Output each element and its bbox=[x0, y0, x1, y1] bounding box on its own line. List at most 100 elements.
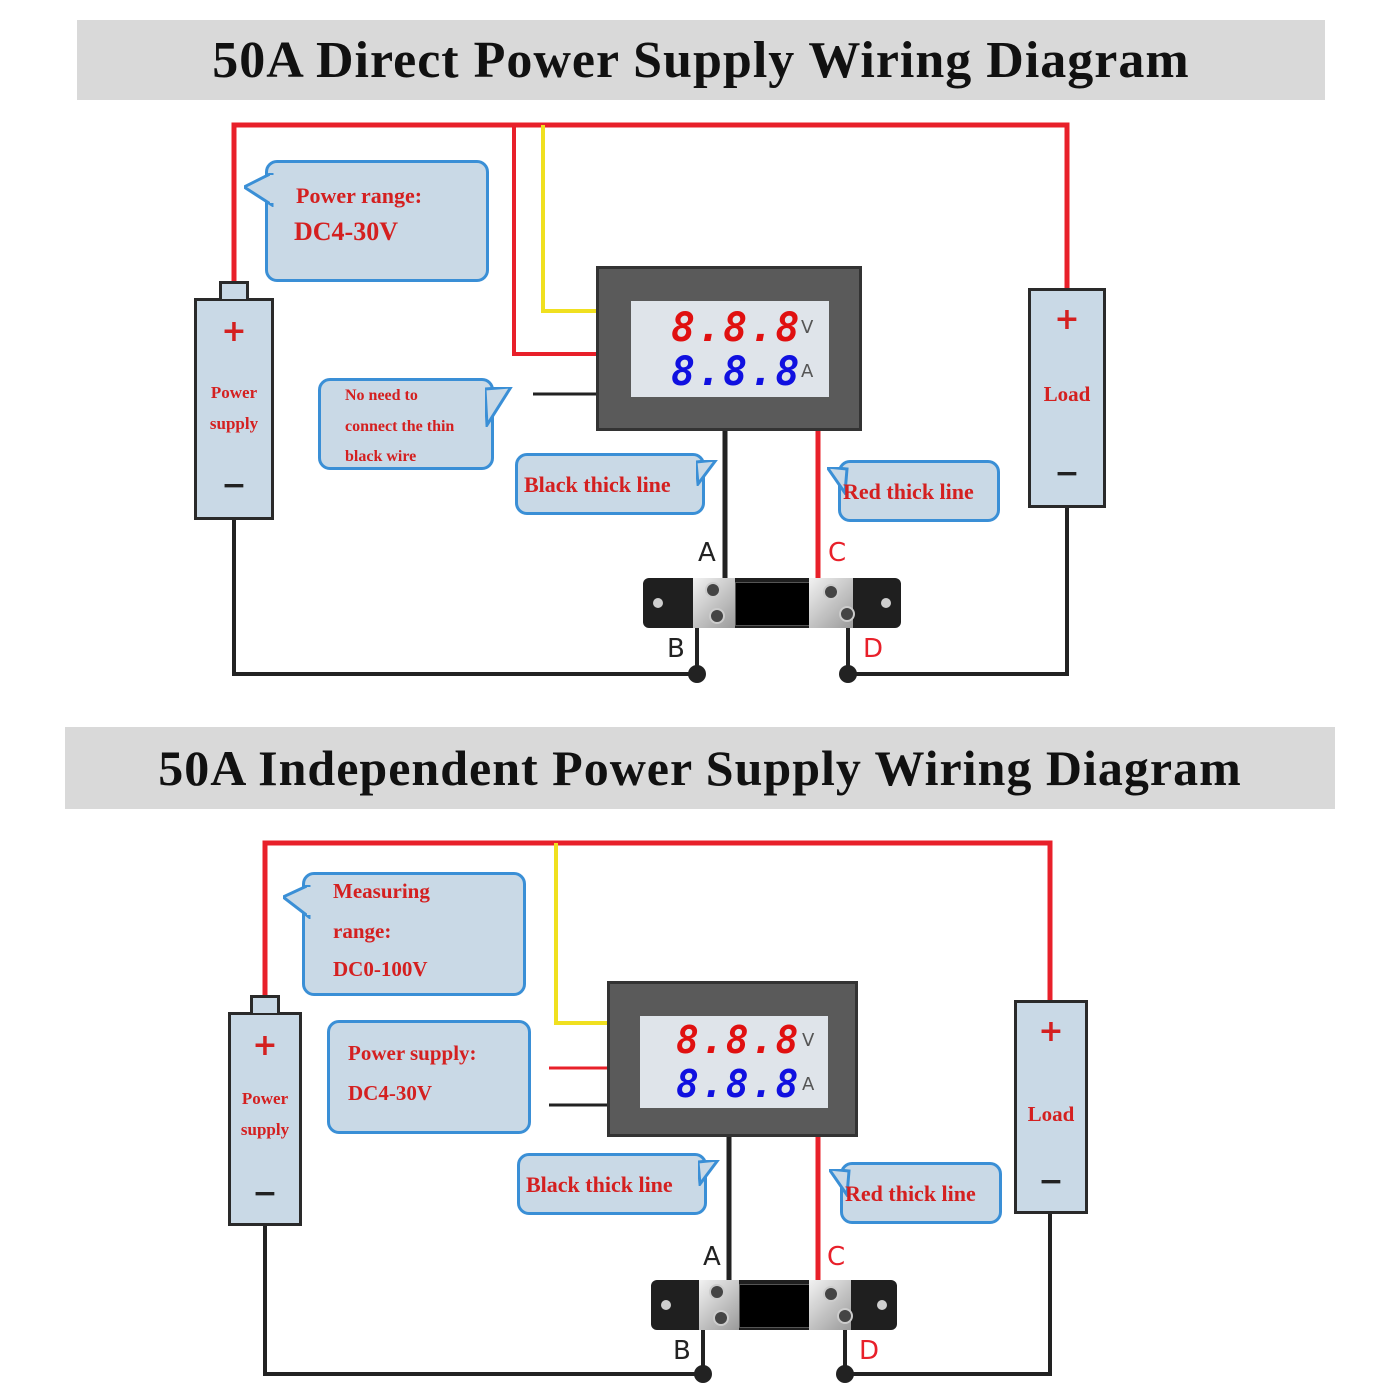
callout-line-1: No need to bbox=[345, 387, 418, 404]
battery-cap bbox=[219, 281, 249, 299]
minus-sign: − bbox=[1054, 456, 1080, 491]
current-unit: A bbox=[801, 361, 814, 382]
callout-tail bbox=[829, 1169, 851, 1197]
title: 50A Direct Power Supply Wiring Diagram bbox=[77, 20, 1325, 100]
callout-tail bbox=[827, 467, 849, 495]
black-wire-load bbox=[846, 508, 1069, 676]
callout-line-1: Power range: bbox=[296, 183, 423, 208]
direct-power-diagram: 50A Direct Power Supply Wiring Diagram +… bbox=[77, 20, 1325, 683]
minus-sign: − bbox=[1038, 1164, 1064, 1199]
screw-b bbox=[709, 608, 725, 624]
minus-sign: − bbox=[221, 468, 247, 503]
voltage-unit: V bbox=[802, 1030, 815, 1051]
power-supply: + Power supply − bbox=[228, 995, 302, 1226]
power-supply-label-2: supply bbox=[240, 1120, 290, 1139]
voltage-digits: 8.8.8 bbox=[671, 305, 802, 351]
black-wire-supply bbox=[232, 520, 699, 676]
title-text: 50A Independent Power Supply Wiring Diag… bbox=[158, 740, 1242, 796]
battery-cap bbox=[250, 995, 280, 1013]
red-wire-top bbox=[262, 840, 1053, 1002]
screw-a bbox=[705, 582, 721, 598]
load: + Load − bbox=[1014, 1000, 1088, 1214]
red-wire-top bbox=[231, 122, 1070, 290]
current-digits: 8.8.8 bbox=[671, 349, 802, 395]
callout-line-3: black wire bbox=[345, 448, 417, 465]
terminal-b-label: B bbox=[673, 1336, 691, 1366]
callout-measuring-range: Measuring range: DC0-100V bbox=[283, 872, 526, 996]
voltmeter-ammeter: 8.8.8 V 8.8.8 A bbox=[607, 981, 858, 1137]
load-label: Load bbox=[1027, 1102, 1075, 1126]
red-wire-meter bbox=[512, 125, 597, 356]
mount-hole-right bbox=[881, 598, 891, 608]
plus-sign: + bbox=[221, 314, 247, 349]
callout-line-2: range: bbox=[333, 919, 392, 943]
callout-text: Red thick line bbox=[845, 1181, 976, 1206]
plus-sign: + bbox=[1038, 1014, 1064, 1049]
terminal-d-label: D bbox=[863, 634, 884, 664]
callout-red-thick: Red thick line bbox=[827, 460, 1000, 522]
junction-b bbox=[688, 665, 706, 683]
junction-d bbox=[839, 665, 857, 683]
junction-d bbox=[836, 1365, 854, 1383]
callout-text: Black thick line bbox=[524, 472, 671, 497]
shunt-body bbox=[739, 1284, 811, 1328]
voltage-unit: V bbox=[801, 317, 814, 338]
callout-tail bbox=[696, 460, 718, 486]
callout-red-thick: Red thick line bbox=[829, 1162, 1002, 1224]
screw-a bbox=[709, 1284, 725, 1300]
screw-c bbox=[823, 1286, 839, 1302]
callout-line-1: Power supply: bbox=[348, 1041, 477, 1065]
mount-hole-left bbox=[661, 1300, 671, 1310]
callout-tail bbox=[485, 387, 513, 427]
terminal-c-label: C bbox=[828, 538, 847, 568]
load-label: Load bbox=[1043, 382, 1091, 406]
power-supply-label-1: Power bbox=[241, 1089, 289, 1108]
current-digits: 8.8.8 bbox=[676, 1062, 801, 1106]
shunt-resistor bbox=[643, 578, 901, 628]
callout-line-1: Measuring bbox=[333, 879, 430, 903]
screw-b bbox=[713, 1310, 729, 1326]
shunt-body bbox=[735, 582, 811, 626]
callout-line-2: connect the thin bbox=[345, 418, 455, 435]
screw-d bbox=[839, 606, 855, 622]
terminal-a-label: A bbox=[703, 1242, 721, 1272]
screw-c bbox=[823, 584, 839, 600]
callout-tail bbox=[283, 885, 311, 919]
mount-hole-left bbox=[653, 598, 663, 608]
callout-line-2: DC4-30V bbox=[348, 1081, 432, 1105]
callout-text: Black thick line bbox=[526, 1172, 673, 1197]
yellow-wire bbox=[554, 843, 608, 1025]
screw-d bbox=[837, 1308, 853, 1324]
callout-text: Red thick line bbox=[843, 479, 974, 504]
black-wire-load bbox=[843, 1214, 1052, 1376]
callout-power-range: Power range: DC4-30V bbox=[244, 160, 489, 282]
minus-sign: − bbox=[252, 1176, 278, 1211]
black-wire-supply bbox=[263, 1226, 705, 1376]
callout-tail bbox=[698, 1160, 720, 1186]
load: + Load − bbox=[1028, 288, 1106, 508]
terminal-b-label: B bbox=[667, 634, 685, 664]
callout-black-thick: Black thick line bbox=[515, 453, 718, 515]
voltmeter-ammeter: 8.8.8 V 8.8.8 A bbox=[596, 266, 862, 431]
terminal-c-label: C bbox=[827, 1242, 846, 1272]
terminal-d-label: D bbox=[859, 1336, 880, 1366]
plus-sign: + bbox=[1054, 302, 1080, 337]
independent-power-diagram: 50A Independent Power Supply Wiring Diag… bbox=[0, 700, 1398, 1398]
plus-sign: + bbox=[252, 1028, 278, 1063]
title-text: 50A Direct Power Supply Wiring Diagram bbox=[212, 31, 1190, 89]
mount-hole-right bbox=[877, 1300, 887, 1310]
callout-thin-wire: No need to connect the thin black wire bbox=[318, 378, 513, 470]
power-supply-label-2: supply bbox=[209, 414, 259, 433]
wiring-2 bbox=[262, 840, 1053, 1383]
title: 50A Independent Power Supply Wiring Diag… bbox=[65, 727, 1335, 809]
current-unit: A bbox=[802, 1074, 815, 1095]
shunt-resistor bbox=[651, 1280, 897, 1330]
power-supply-label-1: Power bbox=[210, 383, 258, 402]
meter-display: 8.8.8 V 8.8.8 A bbox=[631, 301, 829, 397]
junction-b bbox=[694, 1365, 712, 1383]
wiring-1 bbox=[231, 122, 1070, 683]
yellow-wire bbox=[541, 125, 597, 313]
callout-line-3: DC0-100V bbox=[333, 957, 428, 981]
callout-tail bbox=[244, 173, 274, 207]
callout-black-thick: Black thick line bbox=[517, 1153, 720, 1215]
